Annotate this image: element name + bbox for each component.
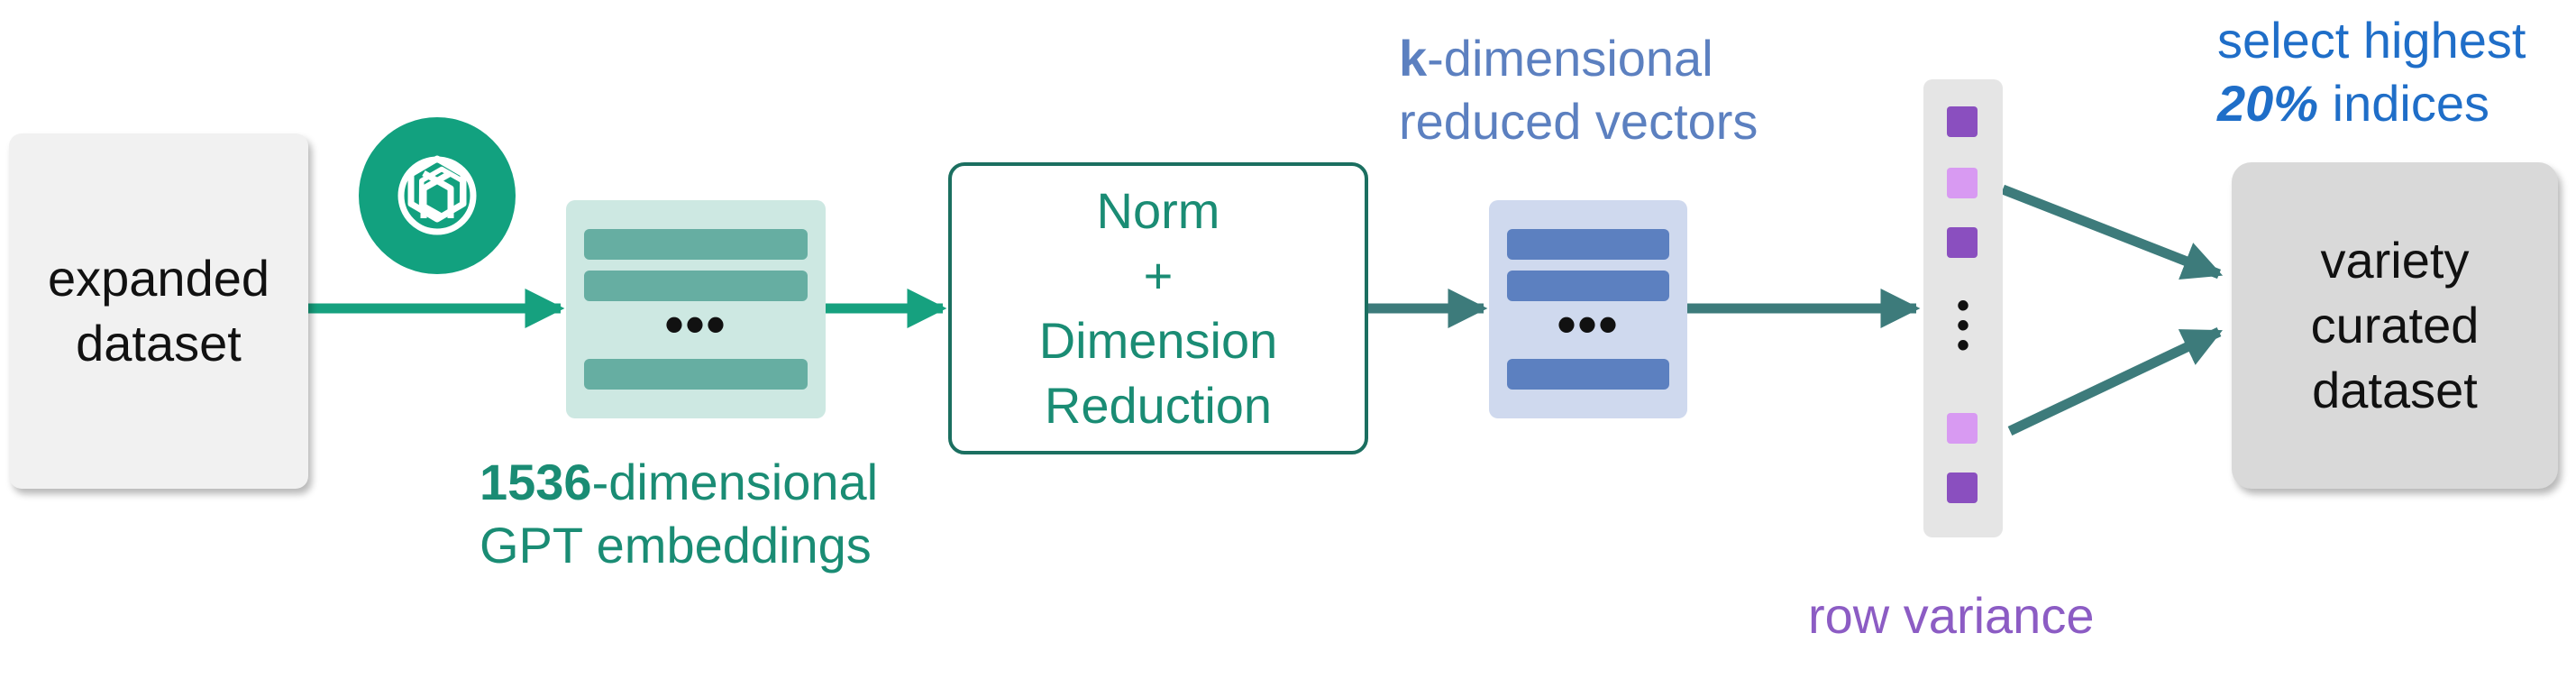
vertical-ellipsis: ••• xyxy=(1956,286,1969,365)
select-line-1: select highest xyxy=(2217,12,2526,69)
variance-cell-high xyxy=(1947,106,1978,137)
output-line-3: dataset xyxy=(2312,362,2478,418)
output-line-1: variety xyxy=(2320,232,2470,289)
variance-cell-low xyxy=(1947,168,1978,198)
embeddings-dim-value: 1536 xyxy=(480,454,592,510)
embeddings-label-line-2: GPT embeddings xyxy=(480,517,872,573)
openai-logo-icon xyxy=(359,117,516,274)
variety-curated-dataset-node: variety curated dataset xyxy=(2232,162,2558,489)
ellipsis: ••• xyxy=(1557,294,1620,354)
process-line-4: Reduction xyxy=(1044,377,1273,434)
embedding-row xyxy=(584,359,808,390)
expanded-dataset-line-1: expanded xyxy=(47,250,269,307)
arrow-top-selection xyxy=(2000,184,2224,280)
reduced-dim-value: k xyxy=(1399,30,1428,87)
row-variance-vector: ••• xyxy=(1923,79,2003,537)
embedding-row xyxy=(584,229,808,260)
reduced-row xyxy=(1507,271,1669,301)
knot-icon xyxy=(397,155,477,235)
process-line-3: Dimension xyxy=(1038,312,1278,369)
reduced-row xyxy=(1507,229,1669,260)
row-variance-label: row variance xyxy=(1808,587,2095,644)
process-line-2: + xyxy=(1143,247,1174,304)
variance-cell-high xyxy=(1947,473,1978,503)
reduced-dim-suffix: -dimensional xyxy=(1427,30,1713,87)
variance-cell-low xyxy=(1947,413,1978,444)
expanded-dataset-node: expanded dataset xyxy=(9,133,308,489)
ellipsis: ••• xyxy=(664,294,727,354)
embedding-row xyxy=(584,271,808,301)
reduced-vectors-matrix: ••• xyxy=(1489,200,1687,418)
embeddings-label: 1536-dimensional GPT embeddings xyxy=(480,451,878,577)
embeddings-matrix: ••• xyxy=(566,200,826,418)
select-percent: 20% xyxy=(2217,75,2319,132)
expanded-dataset-line-2: dataset xyxy=(76,315,242,372)
embeddings-dim-suffix: -dimensional xyxy=(591,454,879,510)
arrow-bottom-selection xyxy=(2007,327,2223,436)
variance-cell-high xyxy=(1947,227,1978,258)
reduced-row xyxy=(1507,359,1669,390)
process-line-1: Norm xyxy=(1096,182,1220,239)
select-highest-label: select highest 20% indices xyxy=(2217,9,2526,135)
reduced-vectors-label: k-dimensional reduced vectors xyxy=(1399,27,1758,153)
norm-dimension-reduction-node: Norm + Dimension Reduction xyxy=(948,162,1368,454)
output-line-2: curated xyxy=(2310,297,2480,353)
select-suffix: indices xyxy=(2318,75,2489,132)
reduced-label-line-2: reduced vectors xyxy=(1399,93,1758,150)
